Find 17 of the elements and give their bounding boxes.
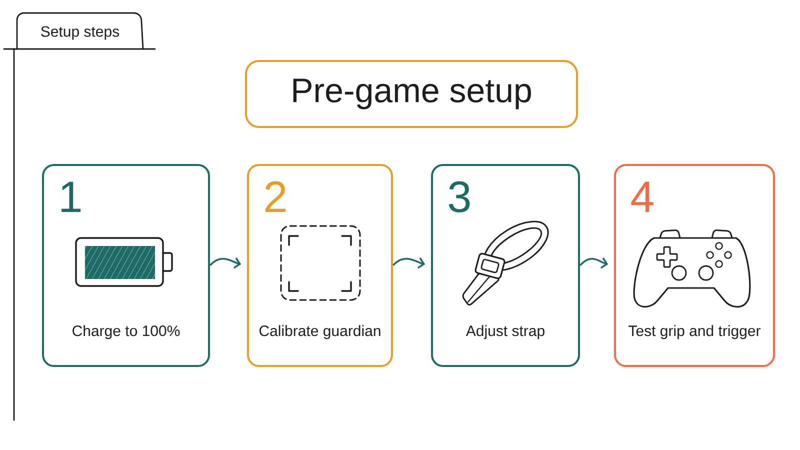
arrow [392,258,426,269]
step-label: Charge to 100% [72,325,180,340]
step-number: 3 [448,181,470,212]
step-label: Calibrate guardian [259,325,380,340]
arrow [210,258,242,269]
step-card [614,164,775,367]
arrow [580,258,608,269]
step-number: 1 [62,182,81,212]
step-number: 2 [265,181,286,212]
title-box: Pre-game setup [245,60,578,128]
step-label: Test grip and trigger [628,325,760,340]
folder-tab: Setup steps [16,12,144,50]
step-card [247,164,393,367]
step-card [42,164,210,367]
step-number: 4 [631,182,654,212]
step-label: Adjust strap [466,325,544,340]
step-card [431,164,580,367]
